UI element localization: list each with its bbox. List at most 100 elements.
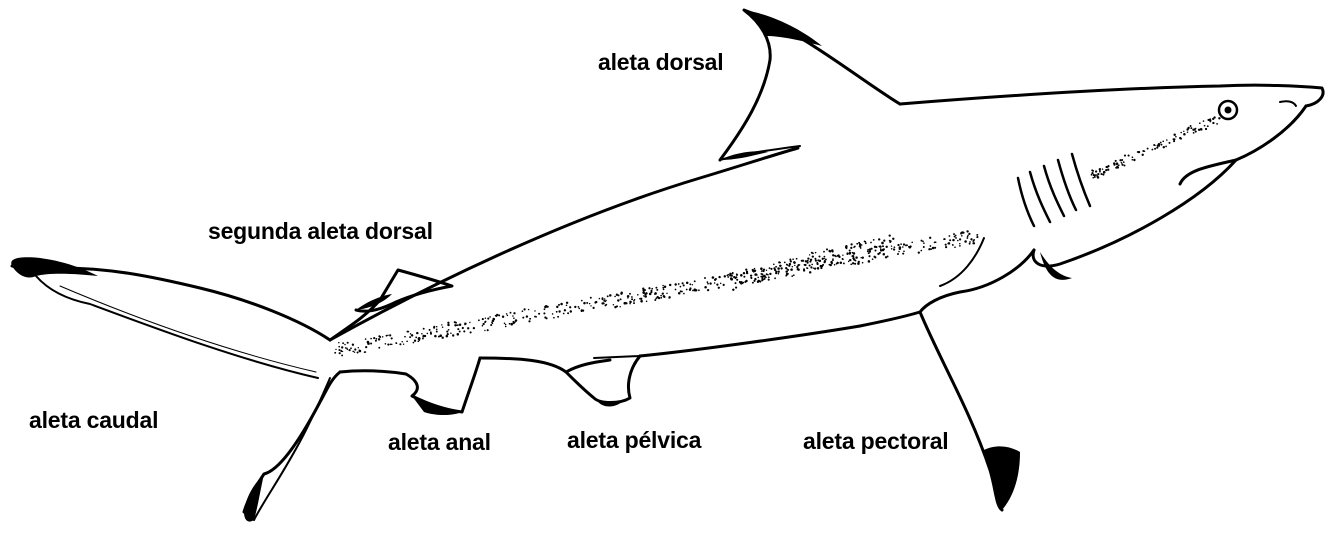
stipple-dot <box>815 260 817 262</box>
stipple-dot <box>853 252 856 255</box>
stipple-dot <box>869 250 871 252</box>
stipple-dot <box>490 324 492 326</box>
stipple-dot <box>766 270 767 271</box>
stipple-dot <box>605 304 607 306</box>
stipple-dot <box>826 248 828 250</box>
stipple-dot <box>945 244 947 246</box>
stipple-dot <box>746 271 748 273</box>
stipple-dot <box>1105 166 1107 168</box>
stipple-dot <box>735 276 737 278</box>
stipple-dot <box>694 280 696 282</box>
stipple-dot <box>492 322 494 324</box>
stipple-dot <box>909 245 911 247</box>
stipple-dot <box>1123 164 1125 166</box>
stipple-dot <box>556 306 558 308</box>
stipple-dot <box>644 295 647 298</box>
stipple-dot <box>1119 159 1121 161</box>
stipple-dot <box>370 342 372 344</box>
stipple-dot <box>911 242 913 244</box>
stipple-dot <box>902 246 904 248</box>
stipple-dot <box>341 346 343 348</box>
stipple-dot <box>506 313 508 315</box>
stipple-dot <box>955 235 957 237</box>
stipple-dot <box>581 311 582 312</box>
stipple-dot <box>513 312 515 314</box>
stipple-dot <box>1099 168 1101 170</box>
stipple-dot <box>375 340 377 342</box>
stipple-dot <box>409 336 411 338</box>
stipple-dot <box>892 238 894 240</box>
stipple-dot <box>605 300 606 301</box>
stipple-dot <box>750 275 752 277</box>
stipple-dot <box>736 279 738 281</box>
stipple-dot <box>1102 168 1104 170</box>
stipple-dot <box>848 261 850 263</box>
stipple-dot <box>595 302 596 303</box>
stipple-dot <box>526 315 528 317</box>
stipple-dot <box>1103 171 1106 174</box>
stipple-dot <box>654 292 657 295</box>
stipple-dot <box>1186 128 1188 130</box>
stipple-dot <box>818 255 820 257</box>
stipple-dot <box>1163 146 1165 148</box>
stipple-dot <box>1097 176 1100 179</box>
stipple-dot <box>761 270 763 272</box>
stipple-dot <box>552 313 554 315</box>
stipple-dot <box>404 336 406 338</box>
stipple-dot <box>416 332 418 334</box>
stipple-dot <box>523 308 525 310</box>
stipple-dot <box>627 297 629 299</box>
stipple-dot <box>852 262 854 264</box>
stipple-dot <box>797 264 799 266</box>
stipple-dot <box>422 336 424 338</box>
stipple-dot <box>877 253 879 255</box>
stipple-dot <box>514 321 516 323</box>
stipple-dot <box>1183 133 1186 136</box>
stipple-dot <box>814 268 816 270</box>
stipple-dot <box>819 260 821 262</box>
stipple-dot <box>780 267 782 269</box>
stipple-dot <box>786 264 788 266</box>
stipple-dot <box>860 247 862 249</box>
stipple-dot <box>455 322 457 324</box>
stipple-dot <box>707 281 709 283</box>
stipple-dot <box>1212 122 1214 124</box>
stipple-dot <box>793 274 795 276</box>
stipple-dot <box>694 288 697 291</box>
stipple-dot <box>510 323 513 326</box>
stipple-dot <box>599 298 600 299</box>
stipple-dot <box>823 251 825 253</box>
stipple-dot <box>1173 134 1175 136</box>
stipple-dot <box>1168 142 1170 144</box>
stipple-dot <box>354 348 356 350</box>
stipple-dot <box>609 294 612 297</box>
stipple-dot <box>634 299 635 300</box>
stipple-dot <box>583 302 586 305</box>
stipple-dot <box>359 350 362 353</box>
stipple-dot <box>969 241 971 243</box>
stipple-dot <box>522 310 524 312</box>
stipple-dot <box>617 294 619 296</box>
stipple-dot <box>429 329 431 331</box>
stipple-dot <box>817 263 819 265</box>
stipple-dot <box>367 341 370 344</box>
stipple-dot <box>648 287 650 289</box>
stipple-dot <box>433 326 435 328</box>
stipple-dot <box>837 255 839 257</box>
stipple-dot <box>637 294 639 296</box>
stipple-dot <box>660 295 662 297</box>
dorsal-fin-label: aleta dorsal <box>598 49 723 75</box>
stipple-dot <box>370 338 372 340</box>
stipple-dot <box>751 277 753 279</box>
stipple-dot <box>1092 177 1094 179</box>
stipple-dot <box>1121 163 1122 164</box>
stipple-dot <box>794 265 795 266</box>
stipple-dot <box>824 256 826 258</box>
stipple-dot <box>590 297 592 299</box>
stipple-dot <box>457 333 460 336</box>
stipple-dot <box>629 301 632 304</box>
stipple-dot <box>358 347 359 348</box>
stipple-dot <box>704 286 707 289</box>
